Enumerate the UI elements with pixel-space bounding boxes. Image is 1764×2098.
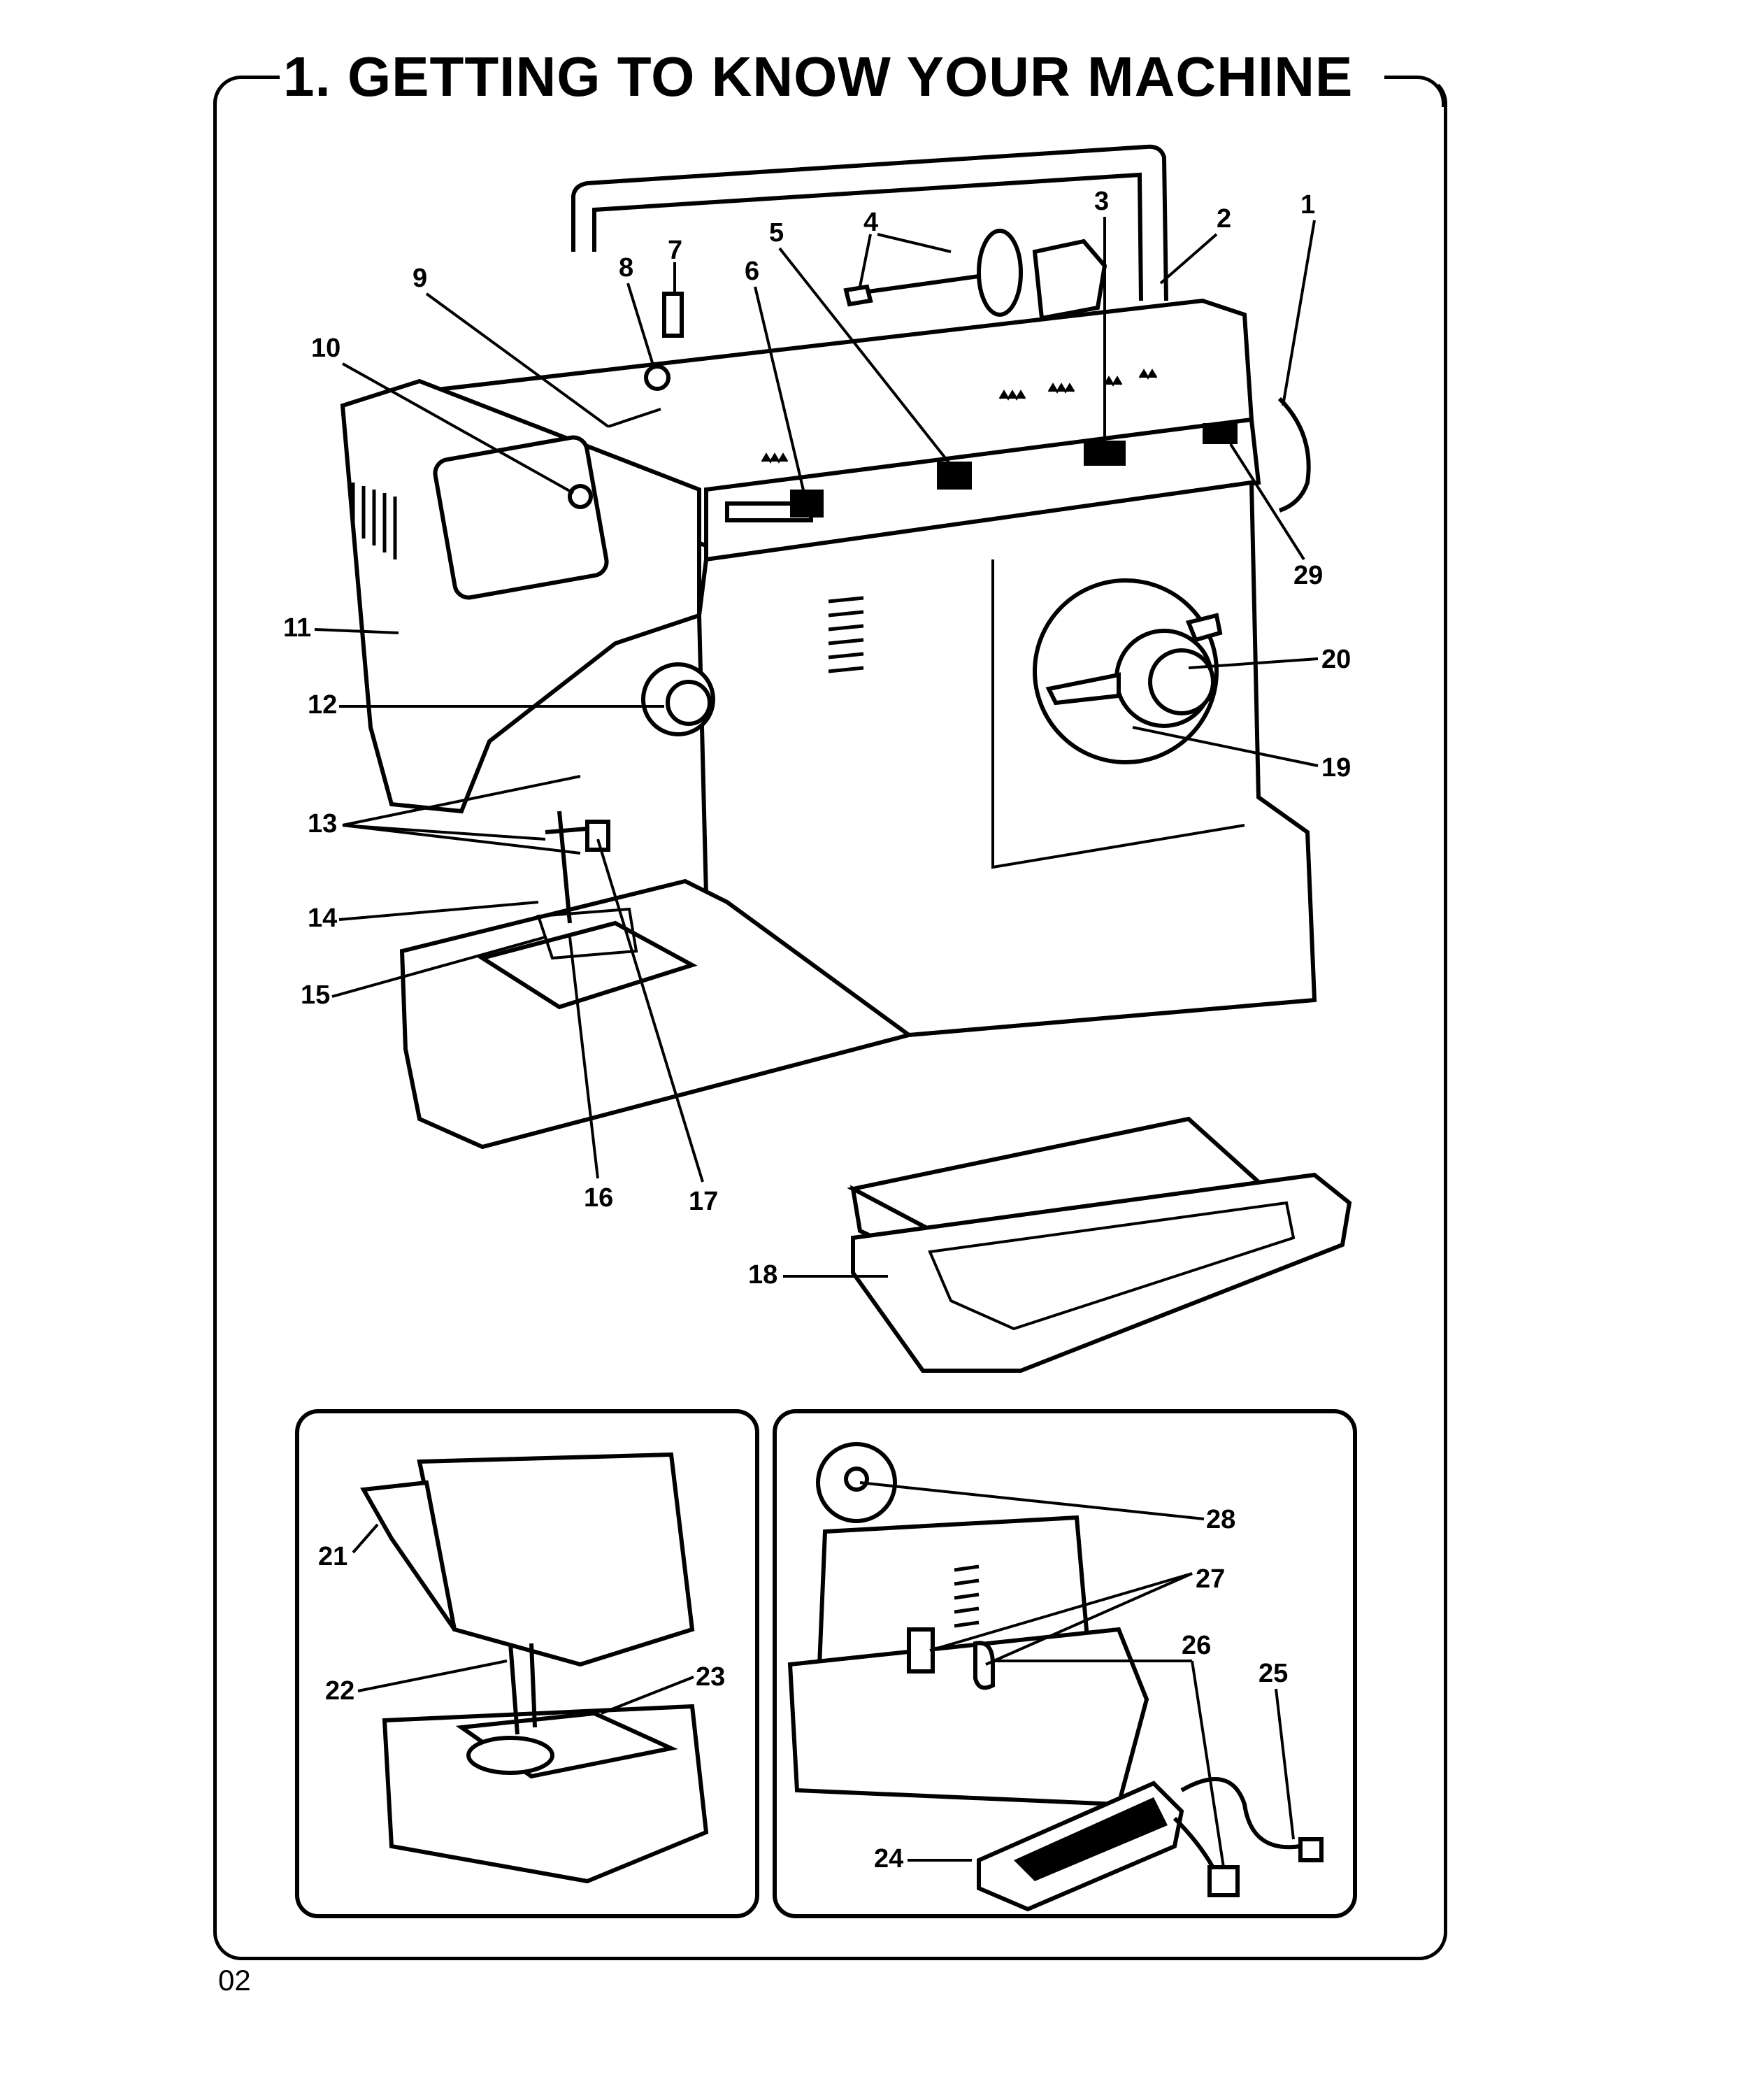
svg-text:28: 28 — [1206, 1505, 1235, 1534]
callout-10: 10 — [311, 334, 574, 494]
svg-text:12: 12 — [308, 690, 337, 720]
callout-21: 21 — [318, 1523, 379, 1571]
svg-text:22: 22 — [325, 1676, 354, 1706]
svg-text:4: 4 — [863, 208, 878, 237]
svg-text:16: 16 — [584, 1183, 613, 1213]
callout-1: 1 — [1282, 190, 1316, 406]
callout-22: 22 — [325, 1660, 508, 1706]
svg-text:10: 10 — [311, 334, 340, 363]
page-title: 1. GETTING TO KNOW YOUR MACHINE — [283, 45, 1354, 108]
page-frame — [213, 76, 1447, 1960]
svg-text:9: 9 — [413, 264, 427, 293]
svg-text:20: 20 — [1321, 645, 1351, 674]
svg-text:29: 29 — [1293, 561, 1323, 590]
svg-text:24: 24 — [874, 1844, 903, 1874]
callout-13: 13 — [308, 775, 581, 855]
callout-26: 26 — [993, 1631, 1225, 1868]
svg-text:1: 1 — [1300, 190, 1315, 220]
callout-29: 29 — [1229, 443, 1323, 590]
callout-7: 7 — [668, 236, 682, 294]
svg-text:17: 17 — [689, 1187, 718, 1216]
svg-text:6: 6 — [745, 257, 759, 286]
callout-18: 18 — [748, 1260, 888, 1290]
machine-body — [340, 144, 1352, 1373]
svg-text:3: 3 — [1094, 187, 1109, 216]
callout-2: 2 — [1159, 204, 1231, 285]
inset-right-callouts: 24 25 26 27 28 — [859, 1481, 1295, 1874]
callout-28: 28 — [859, 1481, 1235, 1534]
svg-text:13: 13 — [308, 809, 337, 839]
callout-3: 3 — [1094, 187, 1109, 441]
callout-9: 9 — [413, 264, 661, 428]
callout-16: 16 — [568, 936, 613, 1213]
callout-25: 25 — [1259, 1659, 1295, 1840]
callout-14: 14 — [308, 901, 539, 933]
callout-20: 20 — [1188, 645, 1351, 674]
callout-8: 8 — [619, 253, 655, 368]
svg-text:25: 25 — [1259, 1659, 1288, 1688]
callout-12: 12 — [308, 690, 664, 720]
callout-5: 5 — [769, 218, 952, 466]
svg-text:19: 19 — [1321, 753, 1351, 783]
svg-text:14: 14 — [308, 904, 337, 933]
callout-6: 6 — [745, 257, 805, 494]
callout-19: 19 — [1132, 726, 1351, 783]
callout-24: 24 — [874, 1844, 972, 1874]
main-callouts: 1 2 3 4 5 6 7 8 9 10 11 12 13 14 15 16 1… — [283, 187, 1351, 1290]
svg-text:2: 2 — [1217, 204, 1231, 234]
presser-foot-lever-illustration — [360, 1452, 709, 1884]
foot-controller-illustration — [787, 1442, 1324, 1912]
callout-27: 27 — [929, 1564, 1225, 1666]
callout-23: 23 — [601, 1662, 725, 1715]
page-number: 02 — [218, 1964, 251, 1997]
callout-17: 17 — [596, 839, 718, 1216]
svg-text:8: 8 — [619, 253, 633, 283]
svg-text:26: 26 — [1182, 1631, 1211, 1660]
svg-text:5: 5 — [769, 218, 784, 248]
svg-text:15: 15 — [301, 980, 330, 1010]
svg-text:21: 21 — [318, 1542, 347, 1571]
svg-text:7: 7 — [668, 236, 682, 265]
svg-text:27: 27 — [1196, 1564, 1225, 1594]
svg-text:18: 18 — [748, 1260, 777, 1290]
svg-text:23: 23 — [696, 1662, 725, 1692]
inset-left-callouts: 21 22 23 — [318, 1523, 725, 1715]
svg-text:11: 11 — [283, 613, 311, 643]
callout-11: 11 — [283, 613, 399, 643]
callout-4: 4 — [859, 208, 952, 287]
callout-15: 15 — [301, 936, 546, 1010]
